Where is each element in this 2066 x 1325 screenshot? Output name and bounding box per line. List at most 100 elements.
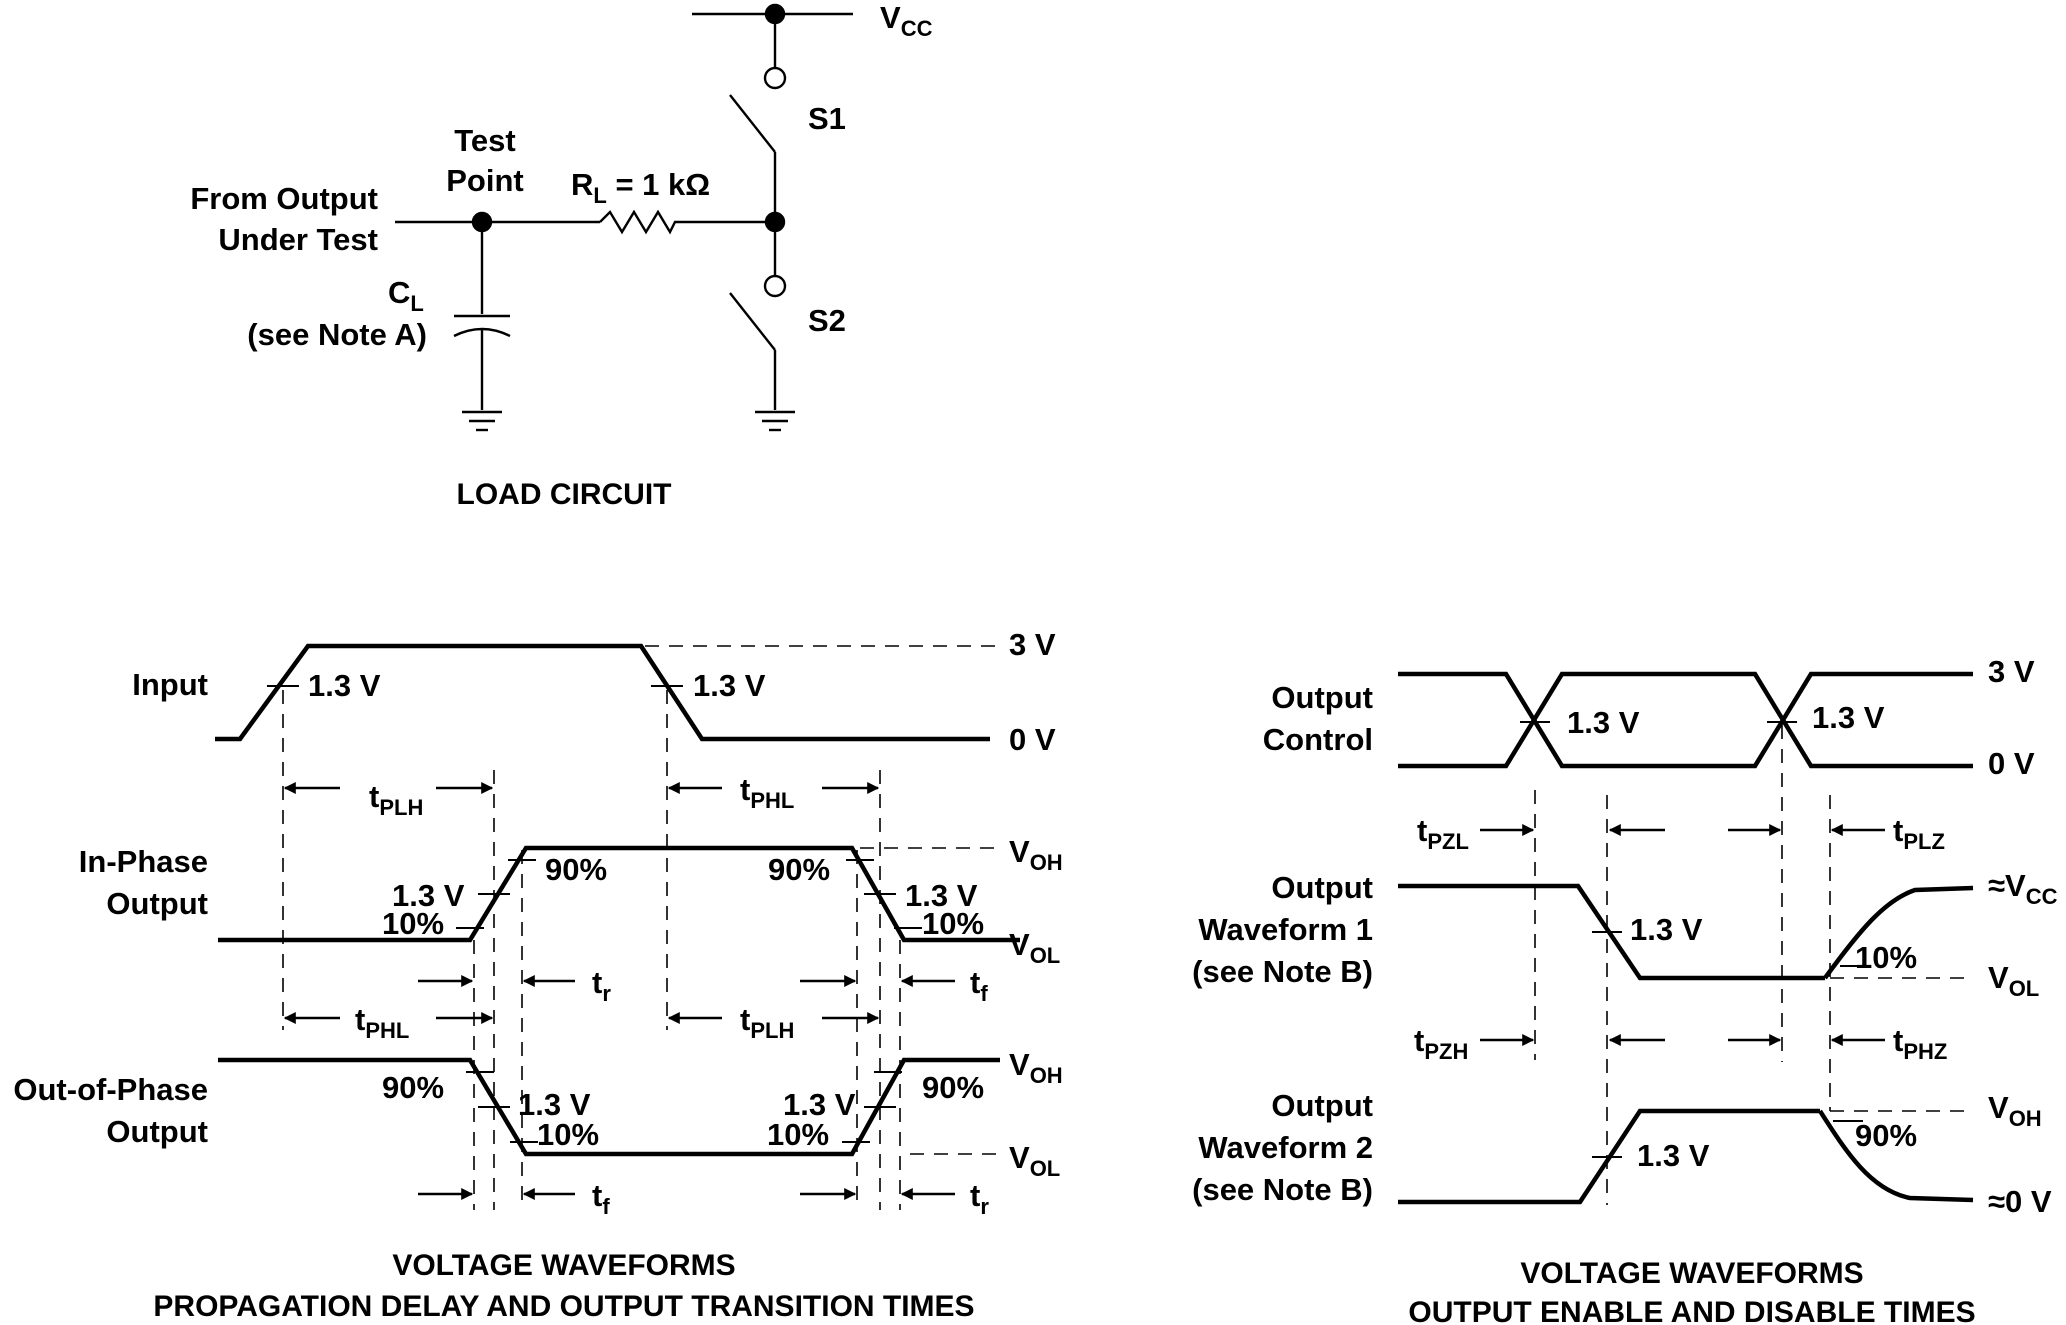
s2-ground-icon bbox=[755, 410, 795, 432]
waveform2-label-3: (see Note B) bbox=[1192, 1172, 1373, 1207]
tphz-label: tPHZ bbox=[1893, 1023, 1947, 1064]
out-of-phase-output-waveform bbox=[218, 1057, 1000, 1157]
waveform2-label-1: Output bbox=[1271, 1088, 1373, 1123]
test-point-label-1: Test bbox=[454, 123, 515, 158]
input-waveform bbox=[215, 643, 990, 742]
load-circuit-labels: VCC S1 S2 Test Point RL = 1 kΩ From Outp… bbox=[190, 0, 932, 511]
load-circuit bbox=[395, 3, 853, 432]
s1-contact bbox=[763, 66, 787, 90]
input-3v-label: 3 V bbox=[1009, 627, 1056, 662]
tplh-2-label: tPLH bbox=[740, 1002, 794, 1043]
out-phase-1.3v-left-label: 1.3 V bbox=[518, 1087, 591, 1122]
cl-label: CL bbox=[388, 275, 424, 316]
in-phase-label-2: Output bbox=[106, 886, 208, 921]
control-1.3v-left-label: 1.3 V bbox=[1567, 705, 1640, 740]
enable-tick-marks bbox=[1520, 721, 1870, 1158]
propagation-labels: Input In-Phase Output Out-of-Phase Outpu… bbox=[13, 627, 1062, 1323]
s1-switch-blade bbox=[729, 94, 776, 153]
out-phase-vol-label: VOL bbox=[1009, 1140, 1060, 1181]
output-waveform-1-rise bbox=[1823, 885, 1974, 980]
out-phase-voh-label: VOH bbox=[1009, 1047, 1063, 1088]
propagation-title-2: PROPAGATION DELAY AND OUTPUT TRANSITION … bbox=[153, 1290, 974, 1323]
zero-approx-label: ≈0 V bbox=[1988, 1184, 2052, 1219]
in-phase-output-waveform bbox=[218, 845, 1020, 943]
enable-title-2: OUTPUT ENABLE AND DISABLE TIMES bbox=[1408, 1296, 1975, 1325]
enable-labels: Output Control Output Waveform 1 (see No… bbox=[1192, 654, 2057, 1325]
s2-switch-blade bbox=[729, 292, 776, 351]
out-phase-10-left-label: 10% bbox=[537, 1117, 599, 1152]
propagation-tick-marks bbox=[267, 685, 922, 1143]
from-output-label-1: From Output bbox=[190, 181, 378, 216]
test-point-label-2: Point bbox=[446, 163, 524, 198]
waveform1-label-2: Waveform 1 bbox=[1198, 912, 1373, 947]
input-label: Input bbox=[132, 667, 208, 702]
wf1-10-label: 10% bbox=[1855, 940, 1917, 975]
tplz-label: tPLZ bbox=[1893, 813, 1945, 854]
in-phase-1.3v-right-label: 1.3 V bbox=[905, 878, 978, 913]
input-0v-label: 0 V bbox=[1009, 722, 1056, 757]
s2-contact bbox=[763, 274, 787, 298]
waveform1-label-3: (see Note B) bbox=[1192, 954, 1373, 989]
out-phase-90-left-label: 90% bbox=[382, 1070, 444, 1105]
vcc-label: VCC bbox=[880, 0, 933, 41]
vcc-approx-label: ≈VCC bbox=[1988, 868, 2058, 909]
out-phase-90-right-label: 90% bbox=[922, 1070, 984, 1105]
output-control-waveform-b bbox=[1398, 671, 1973, 769]
wf1-vol-label: VOL bbox=[1988, 960, 2039, 1001]
out-phase-10-right-label: 10% bbox=[767, 1117, 829, 1152]
wf2-voh-label: VOH bbox=[1988, 1090, 2042, 1131]
out-of-phase-label-2: Output bbox=[106, 1114, 208, 1149]
wf2-1.3v-label: 1.3 V bbox=[1637, 1138, 1710, 1173]
wf1-1.3v-label: 1.3 V bbox=[1630, 912, 1703, 947]
wf2-90-label: 90% bbox=[1855, 1118, 1917, 1153]
in-phase-1.3v-left-label: 1.3 V bbox=[392, 878, 465, 913]
rl-label: RL = 1 kΩ bbox=[571, 167, 710, 208]
in-phase-10-left-label: 10% bbox=[382, 906, 444, 941]
out-of-phase-label-1: Out-of-Phase bbox=[13, 1072, 208, 1107]
tf-2-label: tf bbox=[592, 1178, 610, 1219]
s2-label: S2 bbox=[808, 303, 846, 338]
cl-bottom-plate bbox=[453, 327, 511, 338]
tplh-label: tPLH bbox=[369, 779, 423, 820]
tpzl-label: tPZL bbox=[1417, 813, 1469, 854]
control-1.3v-right-label: 1.3 V bbox=[1812, 700, 1885, 735]
propagation-arrows bbox=[283, 782, 955, 1200]
in-phase-10-right-label: 10% bbox=[922, 906, 984, 941]
propagation-title-1: VOLTAGE WAVEFORMS bbox=[392, 1249, 735, 1282]
input-rise-1.3v-label: 1.3 V bbox=[308, 668, 381, 703]
output-control-label-1: Output bbox=[1271, 680, 1373, 715]
cl-note-label: (see Note A) bbox=[247, 317, 427, 352]
enable-title-1: VOLTAGE WAVEFORMS bbox=[1520, 1257, 1863, 1290]
tf-label: tf bbox=[970, 965, 988, 1006]
enable-reference-lines bbox=[1534, 725, 1973, 1205]
in-phase-90-right-label: 90% bbox=[768, 852, 830, 887]
output-control-waveform-a bbox=[1398, 671, 1973, 769]
tphl-label: tPHL bbox=[740, 772, 794, 813]
control-0v-label: 0 V bbox=[1988, 746, 2035, 781]
waveform1-label-1: Output bbox=[1271, 870, 1373, 905]
from-output-label-2: Under Test bbox=[218, 222, 378, 257]
rl-resistor bbox=[599, 209, 775, 235]
output-control-label-2: Control bbox=[1263, 722, 1373, 757]
propagation-waveforms bbox=[215, 643, 1020, 1210]
tphl-2-label: tPHL bbox=[355, 1002, 409, 1043]
propagation-reference-lines bbox=[282, 645, 1000, 1210]
output-waveform-2-fall bbox=[1818, 1109, 1974, 1203]
control-3v-label: 3 V bbox=[1988, 654, 2035, 689]
in-phase-voh-label: VOH bbox=[1009, 834, 1063, 875]
input-fall-1.3v-label: 1.3 V bbox=[693, 668, 766, 703]
in-phase-vol-label: VOL bbox=[1009, 927, 1060, 968]
tr-label: tr bbox=[592, 965, 611, 1006]
s1-label: S1 bbox=[808, 101, 846, 136]
cl-ground-icon bbox=[462, 410, 502, 432]
enable-arrows bbox=[1480, 824, 1885, 1046]
enable-waveforms bbox=[1398, 671, 1974, 1205]
tpzh-label: tPZH bbox=[1414, 1023, 1468, 1064]
out-phase-1.3v-right-label: 1.3 V bbox=[783, 1087, 856, 1122]
in-phase-90-left-label: 90% bbox=[545, 852, 607, 887]
load-circuit-title: LOAD CIRCUIT bbox=[457, 478, 672, 511]
waveform2-label-2: Waveform 2 bbox=[1198, 1130, 1373, 1165]
in-phase-label-1: In-Phase bbox=[79, 844, 208, 879]
tr-2-label: tr bbox=[970, 1178, 989, 1219]
